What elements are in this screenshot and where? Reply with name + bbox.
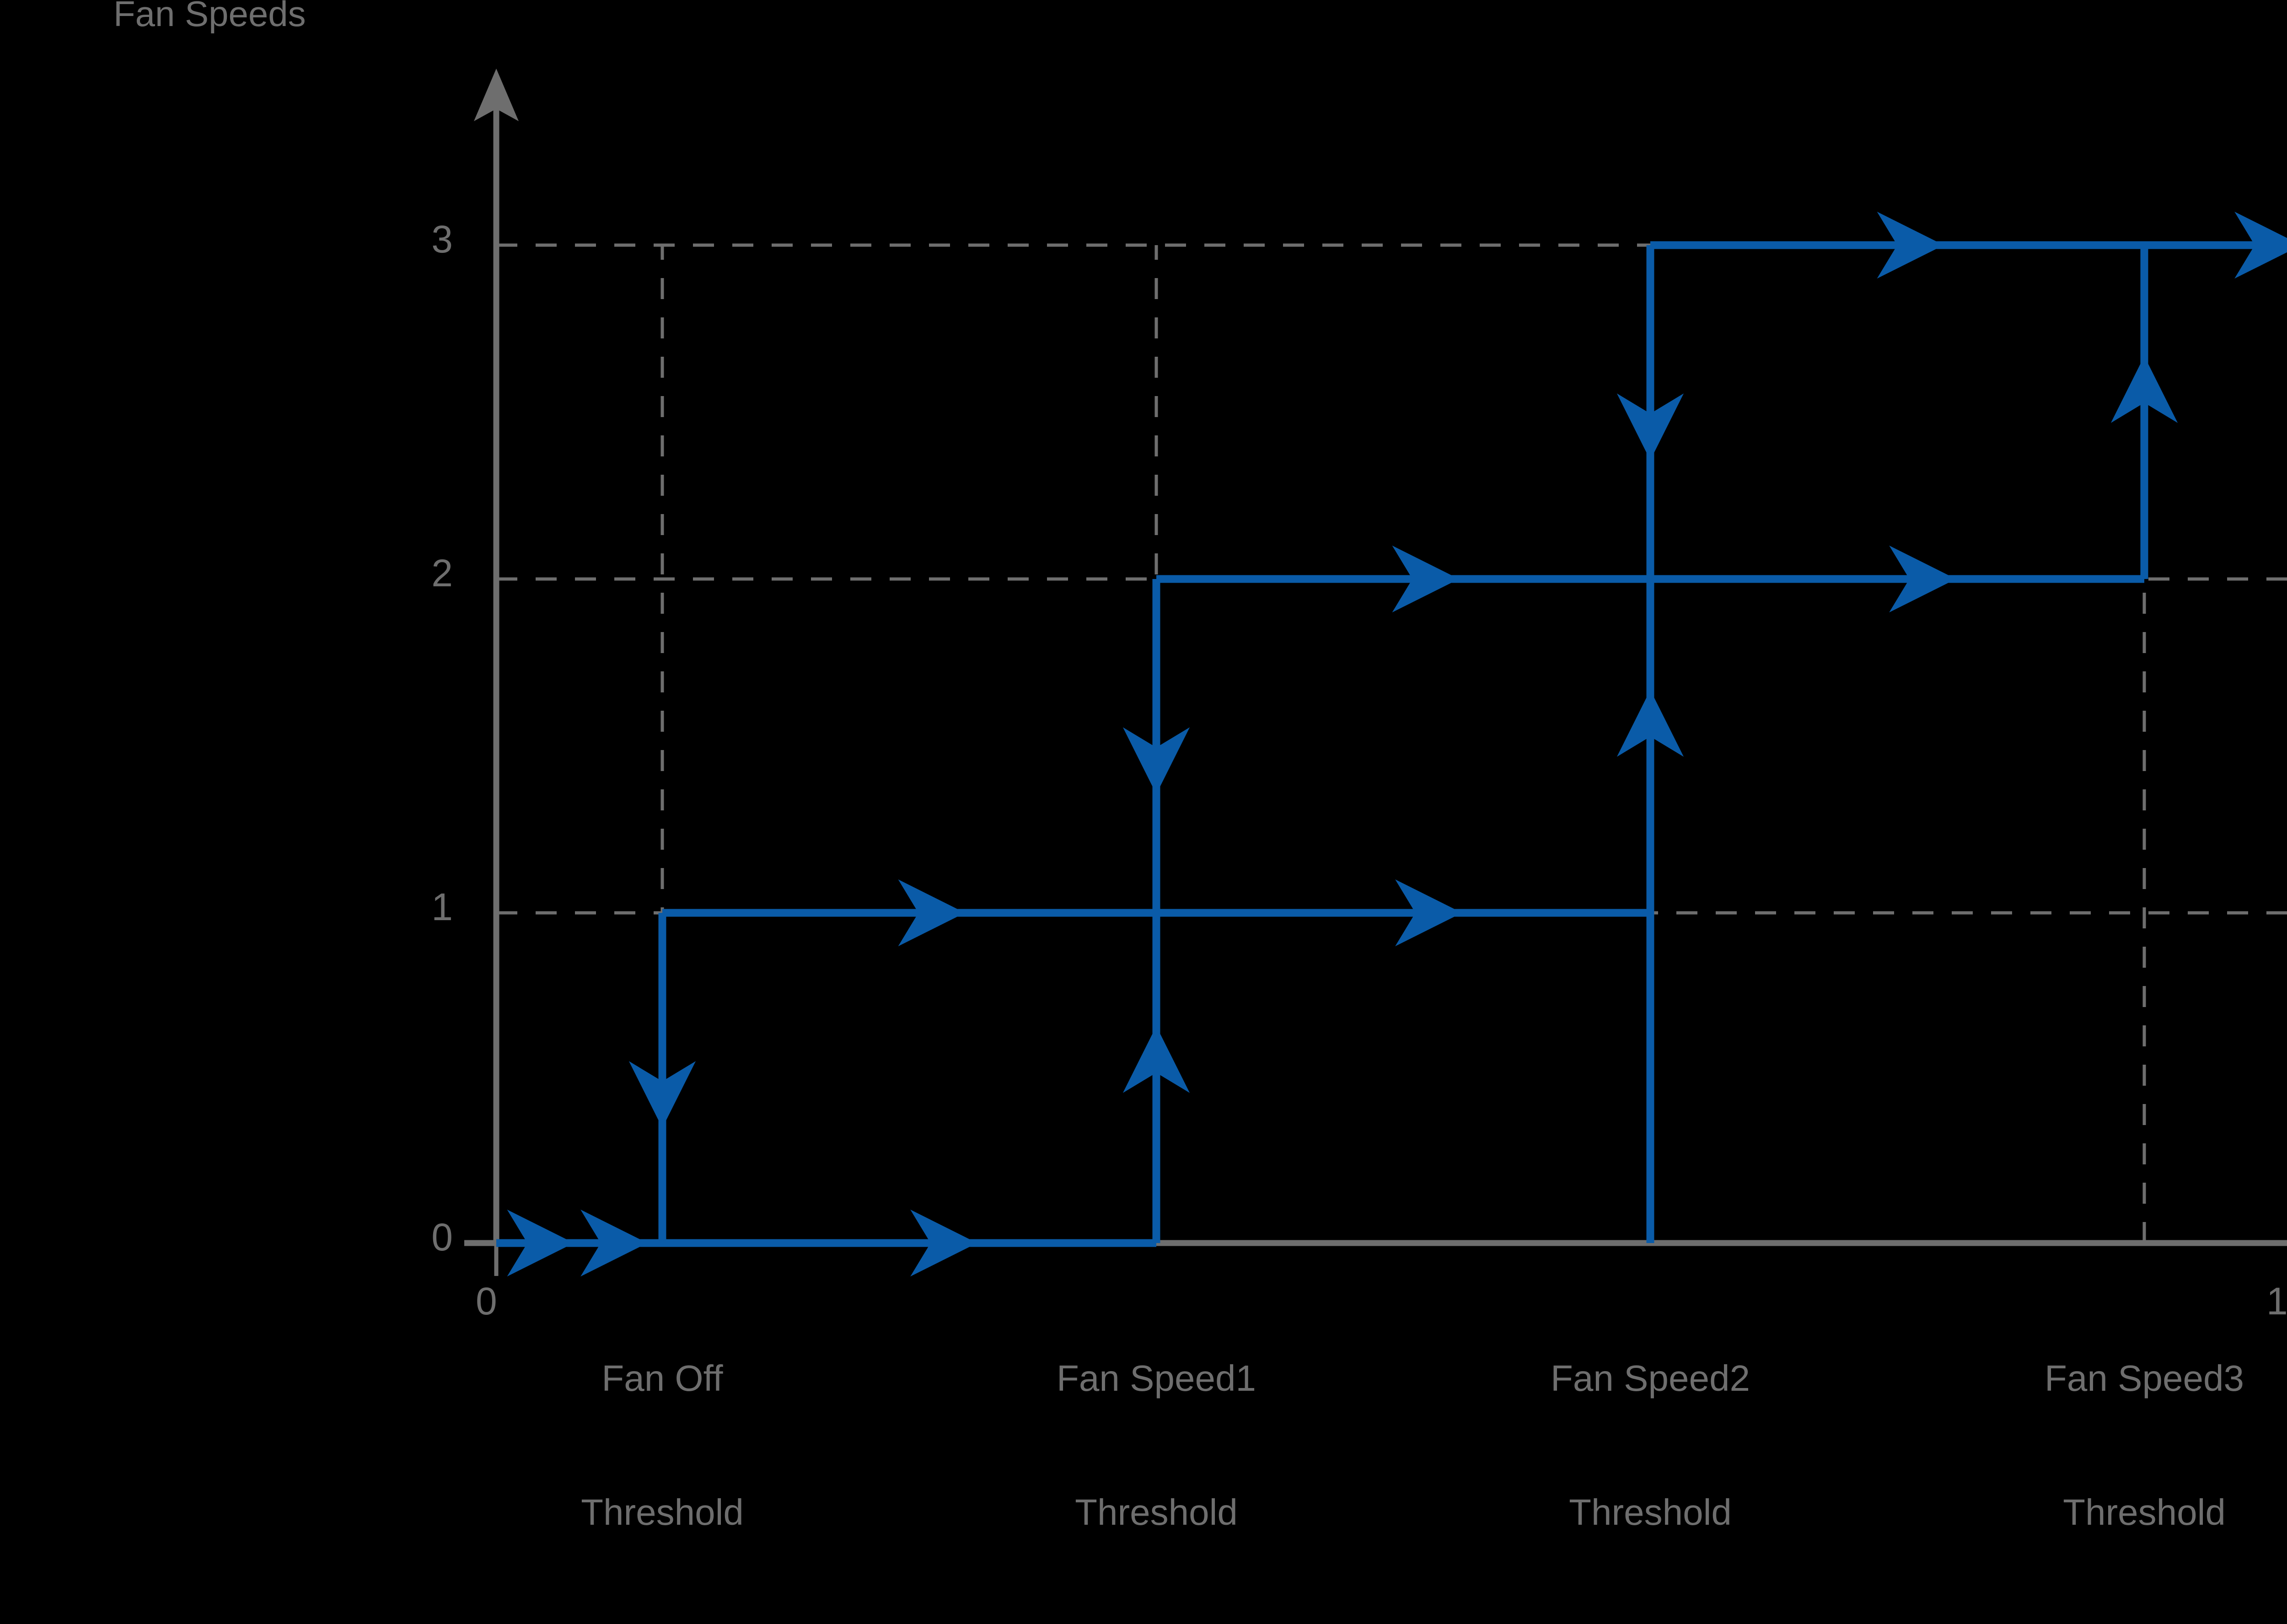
threshold-label-line2: Threshold — [1075, 1491, 1238, 1533]
threshold-label-line2: Threshold — [581, 1491, 744, 1533]
direction-arrows — [507, 211, 2287, 1277]
vertical-threshold-gridlines — [660, 245, 2146, 1243]
y-tick-label-2: 2 — [431, 552, 453, 595]
y-axis — [474, 69, 519, 1243]
threshold-label-line2: Threshold — [2063, 1491, 2226, 1533]
threshold-label-line2: Threshold — [1569, 1491, 1732, 1533]
y-tick-label-3: 3 — [431, 218, 453, 261]
y-tick-label-1: 1 — [431, 885, 453, 928]
plot-canvas — [464, 69, 2287, 1277]
hysteresis-curve — [496, 241, 2287, 1247]
threshold-label-line1: Fan Off — [601, 1358, 723, 1399]
y-axis-arrow-icon — [474, 69, 519, 121]
page-title: Fan Speeds — [113, 0, 306, 34]
threshold-label-line1: Fan Speed1 — [1057, 1358, 1256, 1399]
x-tick-label-100: 100 — [2266, 1280, 2287, 1323]
threshold-label-line1: Fan Speed3 — [2045, 1358, 2244, 1399]
fan-speed-hysteresis-diagram: Fan Speeds 3 2 1 0 0 100 Fan Off Thresho… — [113, 0, 2287, 1533]
threshold-label-fan-speed3: Fan Speed3 Threshold — [1998, 1267, 2287, 1624]
threshold-label-fan-speed2: Fan Speed2 Threshold — [1504, 1267, 1797, 1624]
threshold-label-line1: Fan Speed2 — [1551, 1358, 1750, 1399]
x-tick-label-0: 0 — [476, 1280, 497, 1323]
x-tick-marks — [494, 1243, 499, 1276]
threshold-label-fan-off: Fan Off Threshold — [516, 1267, 809, 1624]
y-tick-label-0: 0 — [431, 1216, 453, 1259]
threshold-label-fan-speed1: Fan Speed1 Threshold — [1010, 1267, 1303, 1624]
